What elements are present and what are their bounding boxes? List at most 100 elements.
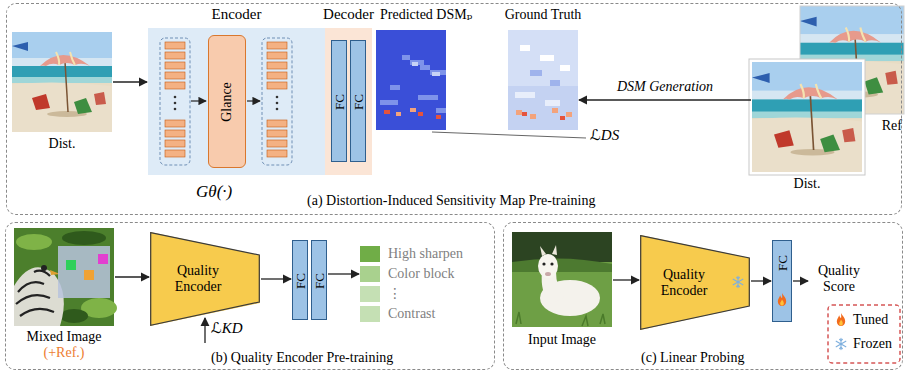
predicted-heatmap-part (402, 55, 410, 60)
alpaca-photo-part (540, 245, 557, 256)
glance-block: Glance (208, 35, 246, 168)
alpaca-photo-part (516, 312, 605, 326)
predicted-heatmap-part (436, 115, 441, 119)
inner-arrow-part (191, 100, 206, 101)
decoder-block: DecoderFCFC (325, 28, 372, 175)
alpaca-photo-part (512, 258, 612, 272)
mixed-image-part (58, 246, 110, 298)
beach-photo-part (12, 32, 112, 132)
trapezoid-outline (640, 235, 750, 330)
token-column-part (267, 150, 287, 157)
encoder-fill (150, 232, 750, 330)
token-column (160, 38, 190, 165)
mixed-image-part (66, 260, 76, 270)
alpaca-photo-part (512, 232, 612, 327)
token-column-part (165, 130, 185, 137)
item-swatch (360, 306, 380, 322)
legend-box (828, 305, 900, 363)
predicted-heatmap-part (432, 72, 440, 76)
frozen-icon-part (733, 276, 743, 287)
layer-label: FC (333, 94, 346, 110)
ground-truth-heatmap-part (560, 65, 570, 71)
token-column-part (165, 82, 185, 89)
fc-fill-part (772, 240, 792, 322)
ground-truth-heatmap-part (545, 100, 560, 106)
math-label: ℒKD (211, 320, 243, 336)
encoder-background (148, 28, 372, 175)
token-column-part (267, 140, 287, 147)
fc-layer: FC (331, 40, 347, 162)
token-column-part (262, 38, 292, 165)
kd-arrow-part (204, 318, 205, 343)
arrow-connector (261, 278, 291, 279)
frozen-icon (733, 276, 743, 287)
ground-truth-heatmap-part (560, 116, 565, 120)
alpaca-photo-part (542, 262, 545, 265)
predicted-heatmap-part (410, 60, 424, 65)
image-caption: (+Ref.) (14, 345, 114, 361)
item-label: Contrast (388, 306, 435, 322)
mixed-image-part (16, 234, 52, 250)
tuned-icon (778, 293, 786, 306)
item-swatch (360, 246, 380, 262)
legend-text: Frozen (853, 336, 892, 352)
loss-leader-part (432, 132, 586, 138)
token-column-part (160, 38, 190, 165)
ground-truth-heatmap-part (540, 55, 554, 61)
alpaca-photo-part (512, 232, 612, 262)
beach-photo (749, 59, 865, 175)
beach-photo-part (749, 59, 865, 175)
legend-box-part (836, 338, 846, 349)
ground-truth-heatmap-part (566, 112, 572, 117)
distortion-item: High sharpen (360, 245, 467, 263)
distortion-item: Color block (360, 265, 459, 283)
tuned-icon-part (778, 293, 786, 306)
token-column-part (267, 130, 287, 137)
layer-label: FC (776, 255, 789, 271)
legend-box-part (828, 305, 900, 363)
image-tile: Mixed Image(+Ref.) (14, 228, 114, 364)
trapezoid-outline (641, 236, 750, 330)
alpaca-photo (512, 232, 612, 327)
ground-truth-heatmap-part (515, 92, 535, 98)
token-column-part (267, 72, 287, 79)
output-arrow (793, 281, 808, 282)
predicted-heatmap-part (380, 100, 398, 105)
token-column-part (267, 120, 287, 127)
item-swatch (360, 286, 380, 302)
legend-text: Tuned (853, 312, 888, 328)
alpaca-photo-part (538, 254, 558, 278)
ground-truth-heatmap-part (508, 86, 578, 130)
fc-layer: FC (311, 240, 327, 320)
kd-arrow (205, 318, 206, 343)
encoder-fill-part (150, 232, 260, 326)
item-label: Color block (388, 266, 455, 282)
fc-layer: FC (350, 40, 366, 162)
block-label: Quality Encoder (162, 263, 234, 295)
ground-truth-heatmap-part (530, 114, 536, 119)
mixed-image-part (98, 254, 108, 264)
image-tile: Input Image (512, 232, 612, 352)
image-caption: Input Image (512, 332, 612, 348)
math-label: Gθ(·) (196, 184, 232, 200)
panel-caption: (a) Distortion-Induced Sensitivity Map P… (307, 193, 596, 209)
image-tile: Ref (800, 6, 904, 138)
arrow-connector (579, 99, 751, 100)
arrow-connector (613, 279, 639, 280)
token-column-part (174, 96, 177, 99)
token-column-part (267, 82, 287, 89)
token-column-part (267, 52, 287, 59)
predicted-heatmap-part (418, 112, 423, 116)
ground-truth-heatmap (508, 30, 578, 130)
panel-caption: (c) Linear Probing (641, 350, 744, 366)
distortion-item: ⋮ (360, 285, 406, 303)
ground-truth-heatmap-part (530, 70, 542, 76)
predicted-heatmap-part (390, 85, 400, 90)
block-heading: Encoder (148, 6, 325, 22)
token-column-part (174, 102, 177, 105)
beach-photo (12, 32, 112, 132)
block-label: Quality Encoder (648, 267, 720, 299)
ground-truth-heatmap-part (520, 45, 530, 51)
arrow-connector (328, 273, 359, 274)
map-heading: Predicted DSMₚ (380, 7, 472, 23)
